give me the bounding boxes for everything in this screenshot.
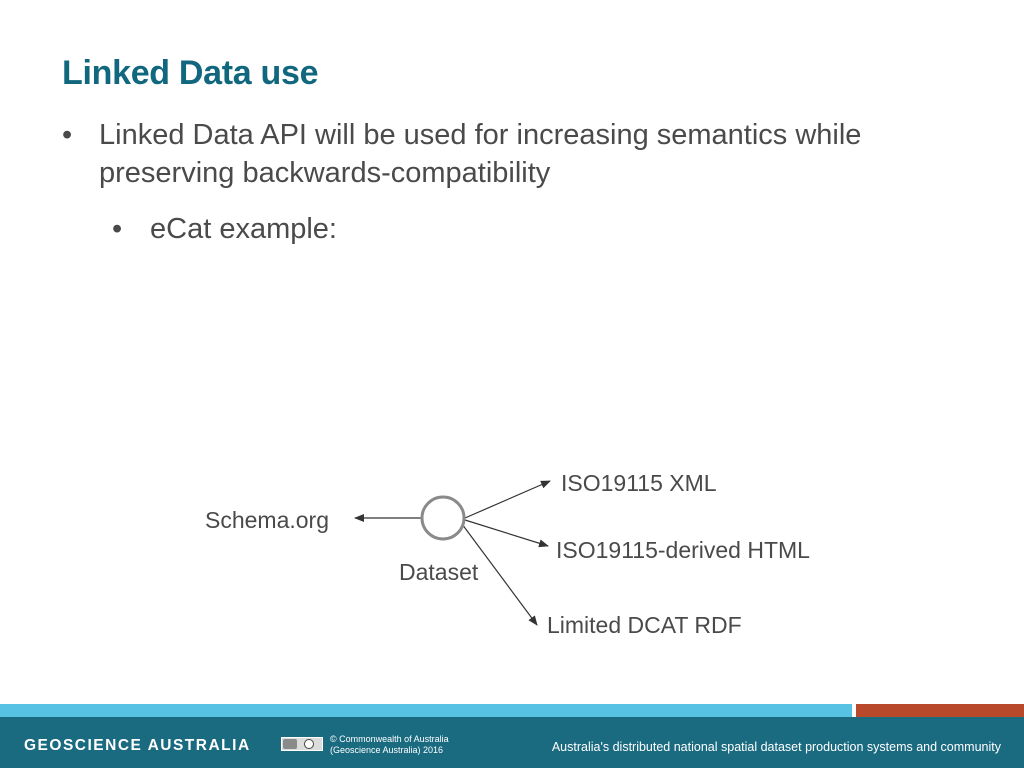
footer-tagline: Australia's distributed national spatial…	[551, 740, 1001, 754]
footer-accent-blue	[0, 704, 852, 717]
bullet-marker: •	[112, 213, 123, 245]
footer-accent-orange	[856, 704, 1024, 717]
arrow-to-iso-html	[464, 519, 549, 548]
footer-bar	[0, 717, 1024, 768]
bullet-text: eCat example:	[150, 213, 337, 245]
schema-org-label: Schema.org	[205, 507, 329, 533]
iso-html-label: ISO19115-derived HTML	[556, 537, 810, 563]
bullet-text: Linked Data API will be used for increas…	[99, 119, 862, 189]
bullet-marker: •	[62, 119, 73, 151]
cc-mark-icon	[283, 739, 297, 749]
cc-by-icon	[304, 739, 314, 749]
slide-title: Linked Data use	[62, 54, 319, 92]
arrow-to-iso-xml	[464, 480, 551, 519]
creative-commons-icon	[281, 737, 323, 751]
iso-xml-label: ISO19115 XML	[561, 470, 717, 496]
copyright-line-2: (Geoscience Australia) 2016	[330, 744, 444, 755]
arrow-to-dcat-rdf	[461, 523, 538, 626]
brand-logo-text: GEOSCIENCE AUSTRALIA	[24, 737, 251, 754]
copyright-line-1: © Commonwealth of Australia	[330, 734, 449, 744]
dcat-rdf-label: Limited DCAT RDF	[547, 612, 742, 638]
copyright-notice: © Commonwealth of Australia (Geoscience …	[330, 734, 449, 755]
ecat-diagram: Schema.org Dataset ISO19115 XML ISO19115…	[205, 470, 810, 638]
dataset-node	[420, 495, 466, 541]
dataset-label: Dataset	[399, 559, 479, 585]
